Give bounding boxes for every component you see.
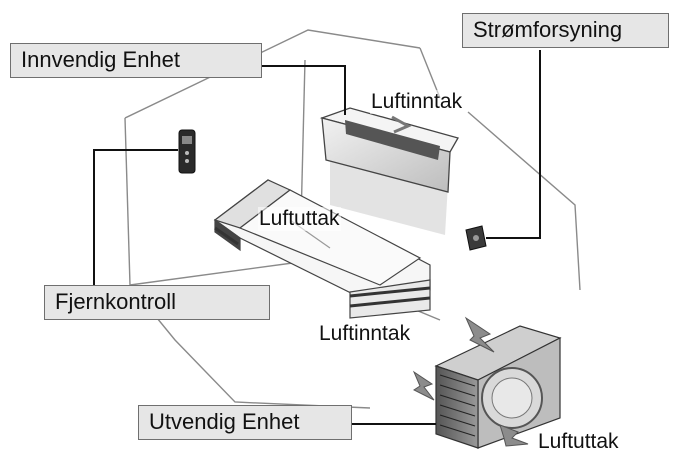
remote-control [178,129,196,174]
intake-arrow-left [412,370,435,401]
airflow-arrows [412,316,529,447]
leader-lines [93,50,541,425]
indoor-air-outlet-label: Luftuttak [258,207,341,231]
remote-control-label: Fjernkontroll [44,285,270,320]
outdoor-unit [434,325,562,449]
outdoor-air-outlet-label: Luftuttak [537,430,620,454]
indoor-air-intake-label: Luftinntak [370,90,464,114]
indoor-unit [319,107,459,193]
outdoor-unit-label: Utvendig Enhet [138,405,352,440]
intake-arrow [464,316,495,353]
power-outlet [465,225,487,251]
indoor-unit-label: Innvendig Enhet [10,43,262,78]
outdoor-air-intake-label: Luftinntak [318,322,412,346]
outlet-arrow [499,424,529,447]
power-supply-label: Strømforsyning [462,13,669,48]
